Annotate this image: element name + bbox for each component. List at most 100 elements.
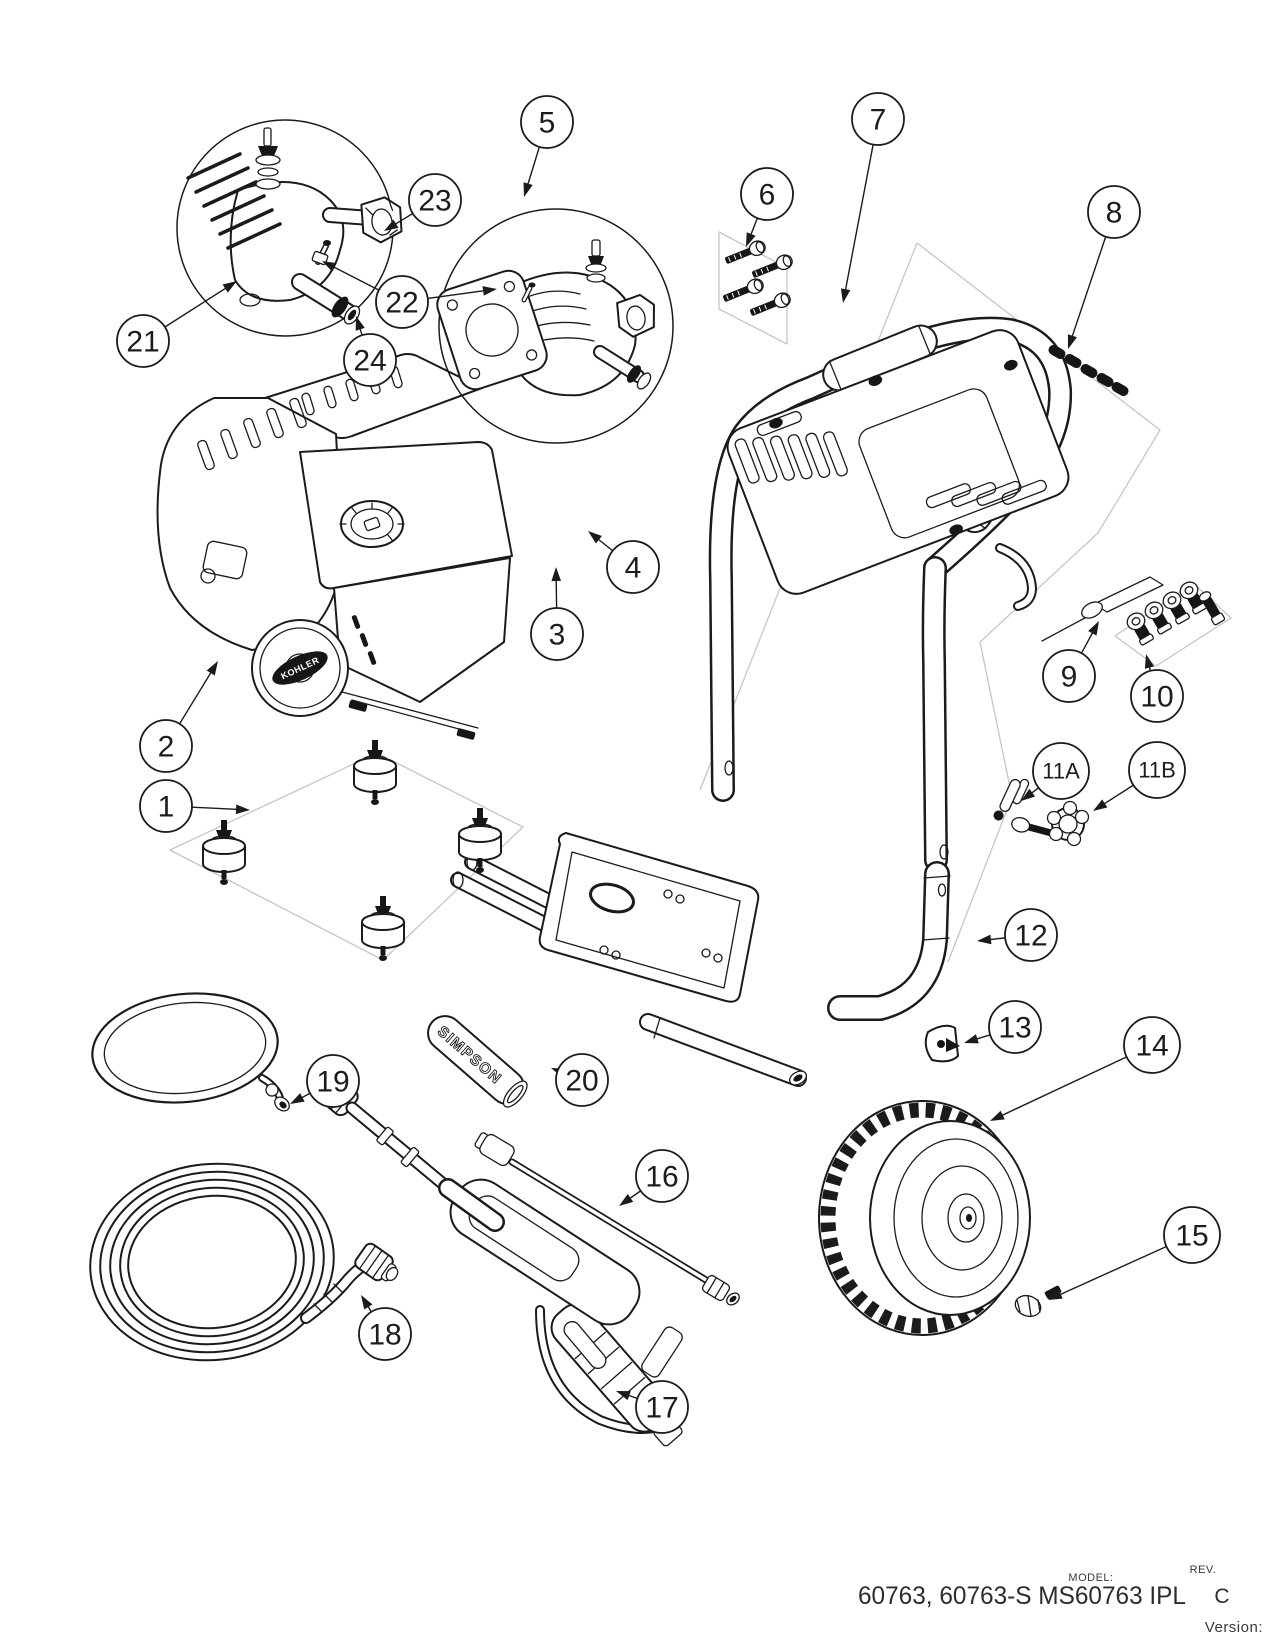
callout-12-label: 12 [1014,920,1047,953]
callout-2-arrowhead [206,661,218,676]
thermal-relief-valve [311,240,331,266]
model-value: 60763, 60763-S MS60763 IPL [858,1582,1186,1610]
callout-5-bubble [520,95,574,149]
vibration-mount [458,808,502,873]
callout-9-arrowhead [1088,621,1099,636]
callout-7-arrowhead [840,288,851,303]
callout-21-label: 21 [126,326,159,359]
callout-5-arrowhead [523,182,533,197]
callout-14-arrowhead [990,1110,1005,1121]
plug-caps [1048,345,1129,396]
mounting-bolts [723,240,793,316]
callout-22-arrowhead [482,286,497,296]
callout-5: 5 [520,95,574,197]
handle-panel [726,329,1070,595]
callout-6: 6 [740,167,794,247]
callout-2-label: 2 [158,731,175,764]
handle-frame [708,316,1073,872]
callout-19-bubble [306,1054,360,1108]
callout-23-arrowhead [384,219,399,231]
callout-17-label: 17 [645,1392,678,1425]
axle-bolt [1014,1285,1062,1318]
handle-grip-tube: SIMPSON [427,1015,528,1108]
pump-flange [436,269,548,391]
callout-2-bubble [139,719,193,773]
callout-17: 17 [616,1380,689,1434]
callout-11A-arrowhead [1021,788,1036,801]
wheel [818,1100,1031,1336]
callout-8-arrowhead [1067,334,1078,349]
callout-20: 20 [551,1053,609,1107]
axle-clip [924,1024,960,1063]
callout-13-bubble [988,1000,1042,1054]
vibration-mount [361,896,405,961]
spray-nozzles [1126,581,1226,646]
callout-2: 2 [139,661,218,773]
callout-20-label: 20 [565,1065,598,1098]
callout-15-bubble [1163,1206,1221,1264]
callout-24-label: 24 [353,345,386,378]
base-frame [450,832,808,1087]
callout-12: 12 [977,908,1058,962]
callout-9: 9 [1042,621,1099,703]
callout-10: 10 [1130,654,1184,723]
callout-23-leader [393,212,414,226]
callout-7-leader [844,144,874,293]
callout-3: 3 [530,567,584,661]
callout-23-bubble [408,173,462,227]
callout-11A-label: 11A [1042,759,1080,784]
callout-19-arrowhead [290,1093,305,1104]
callout-7-label: 7 [870,104,887,137]
callout-21-leader [164,286,229,328]
callout-22-leader [331,265,380,291]
callout-1-leader [191,806,240,811]
callout-6-arrowhead [746,232,756,247]
callout-13-arrowhead [964,1034,979,1044]
callout-6-label: 6 [759,179,776,212]
engine-assembly: KOHLER [156,353,513,740]
callout-18-arrowhead [361,1295,373,1310]
callout-10-arrowhead [1144,654,1155,669]
callout-14-label: 14 [1135,1030,1168,1063]
callout-8-label: 8 [1106,197,1123,230]
callout-18-label: 18 [368,1319,401,1352]
callout-4-arrowhead [588,531,602,544]
spray-lance [474,1132,740,1306]
title-block: MODEL: 60763, 60763-S MS60763 IPL REV. C… [858,1564,1263,1636]
rev-value: C [1214,1585,1229,1608]
vibration-mounts [202,740,502,961]
rev-field-label: REV. [1190,1564,1217,1576]
callout-8: 8 [1067,185,1141,349]
callout-12-bubble [1004,908,1058,962]
small-hose-coil [91,992,290,1112]
callout-10-bubble [1130,669,1184,723]
version-field-label: Version: [1205,1619,1263,1636]
callout-24: 24 [343,316,397,387]
callout-9-bubble [1042,649,1096,703]
callout-1-bubble [139,779,193,833]
callout-7-bubble [851,92,905,146]
handle-pin [993,778,1030,821]
garden-hose-inlet-nut [360,196,403,244]
callout-21-arrowhead [222,281,237,293]
vibration-mount [353,740,397,805]
callout-22-label: 22 [385,287,418,320]
vibration-mount [202,820,246,885]
callout-23-label: 23 [418,185,451,218]
callout-18: 18 [358,1295,412,1361]
callout-12-arrowhead [977,934,992,945]
callout-21: 21 [116,281,237,368]
callout-9-label: 9 [1061,661,1078,694]
callout-22-arrowhead [322,261,337,272]
callout-1-arrowhead [235,804,250,815]
callout-13: 13 [964,1000,1042,1054]
callout-10-label: 10 [1140,681,1173,714]
handle-knob [1011,800,1090,847]
pump-detail-circle [176,119,403,337]
callout-24-arrowhead [355,316,365,331]
pump-assembly-circle [436,208,674,444]
callout-17-bubble [635,1380,689,1434]
callout-8-leader [1070,236,1107,339]
